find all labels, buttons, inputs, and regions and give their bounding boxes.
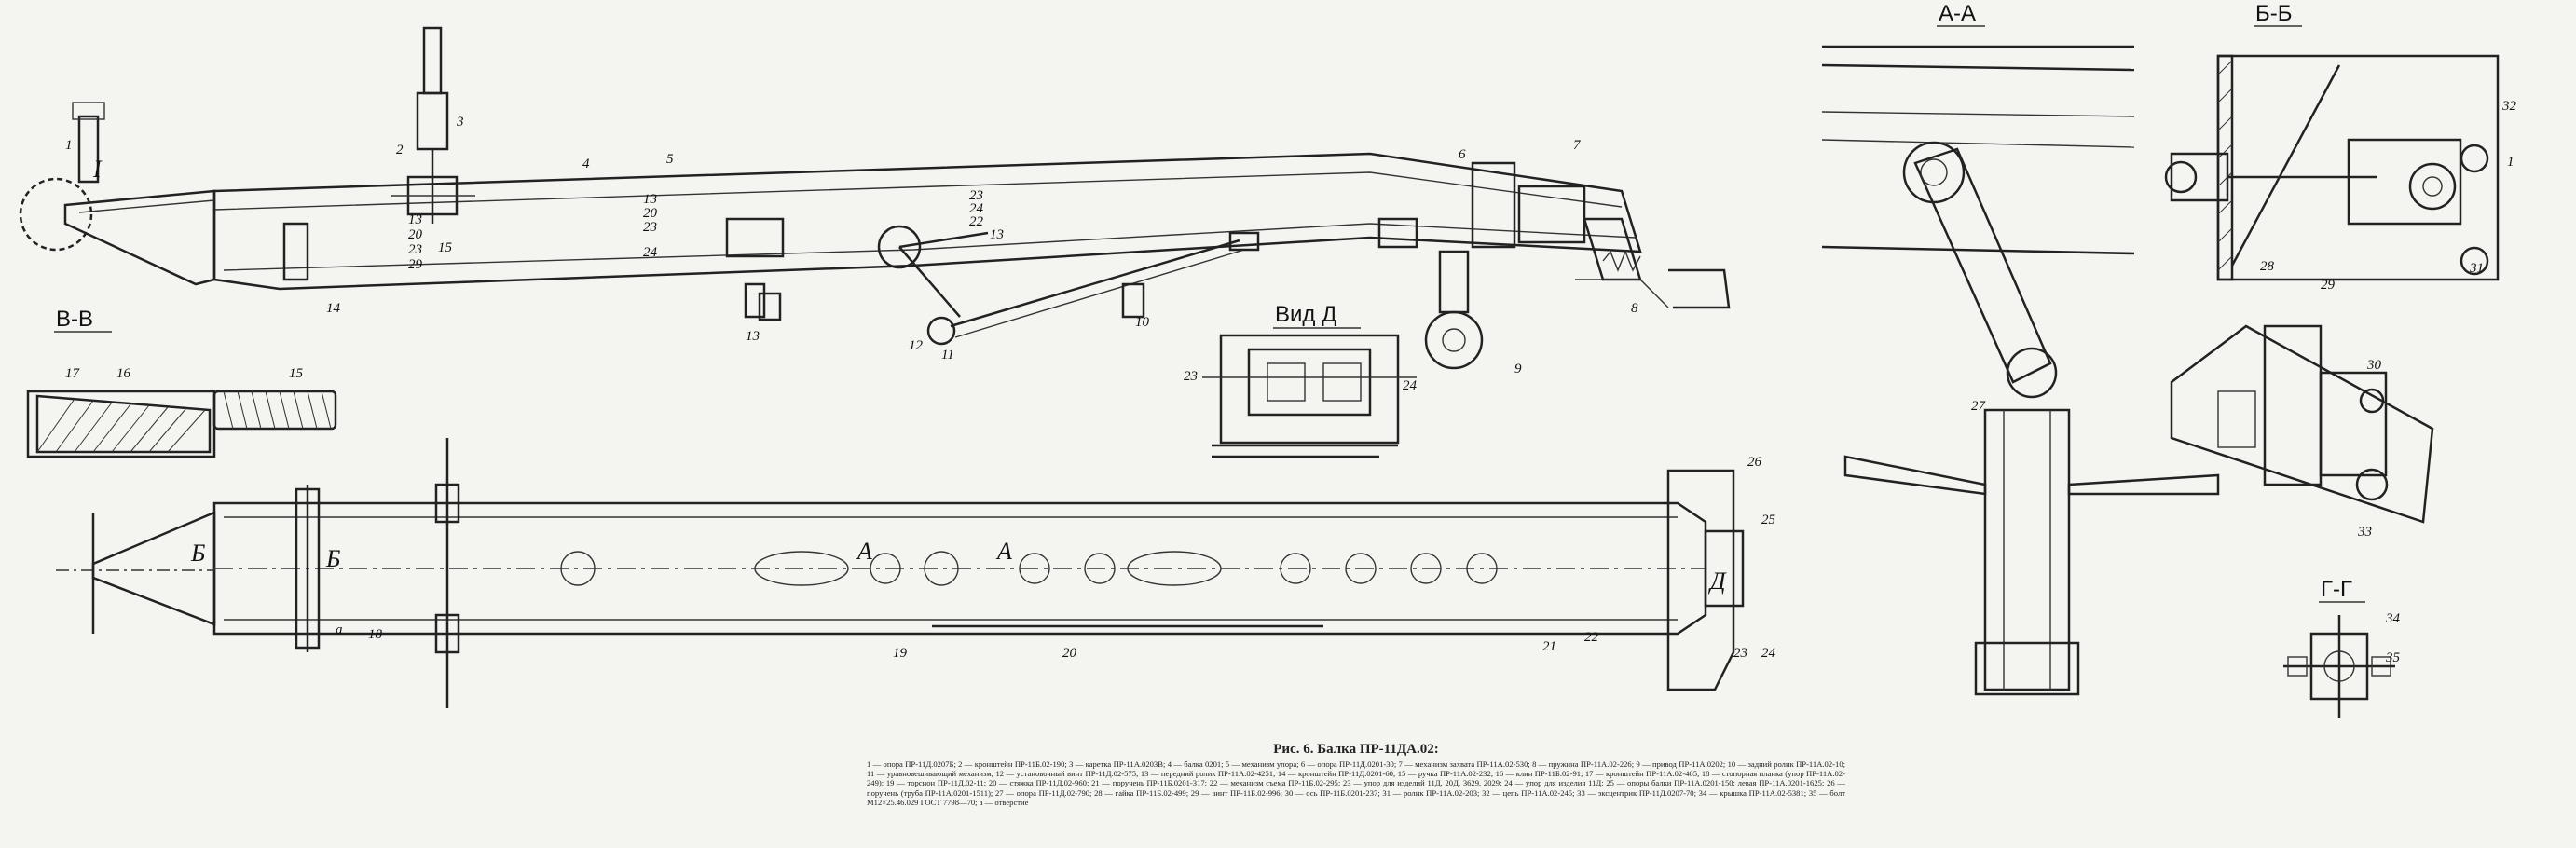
callout: 10 (1135, 315, 1150, 330)
plan-mark-b-left: Б (190, 540, 205, 567)
callout: 5 (666, 152, 674, 167)
callouts-view-d: 23 24 (1184, 369, 1418, 393)
hole-mark-a: а (336, 622, 343, 637)
callout: 27 (1971, 399, 1987, 414)
callout: 11 (941, 348, 954, 362)
callout: 6 (1459, 147, 1466, 162)
callout: 13 (408, 212, 422, 227)
callout: 29 (408, 257, 423, 272)
callout: 3 (456, 115, 464, 130)
callout: 7 (1573, 138, 1582, 153)
callout: 23 (1733, 646, 1747, 661)
callout: 24 (1403, 378, 1418, 393)
callout: 8 (1631, 301, 1638, 316)
plan-mark-a-right: А (995, 538, 1012, 565)
callouts-section-vv: 15 16 17 (65, 366, 304, 381)
plan-mark-b-right: Б (325, 545, 340, 572)
callouts-side-view: 1 2 3 4 5 6 7 8 9 10 11 12 13 14 15 13 2… (65, 115, 1638, 376)
section-aa-title: А-А (1939, 1, 1976, 26)
figure-title: Рис. 6. Балка ПР-11ДА.02: (1273, 742, 1439, 757)
callout: 31 (2469, 261, 2484, 276)
plan-view-beam (56, 438, 1745, 708)
view-d (1202, 334, 1417, 458)
figure-legend: 1 — опора ПР-11Д.0207Б; 2 — кронштейн ПР… (867, 759, 1845, 807)
callout: 20 (408, 227, 423, 242)
callout: 24 (969, 201, 984, 216)
callout: 34 (2385, 611, 2401, 626)
callout: 1 (65, 138, 73, 153)
node-i-label: I (92, 156, 103, 183)
callout: 17 (65, 366, 81, 381)
callout: 1 (2507, 155, 2514, 170)
callout: 22 (969, 214, 984, 229)
callout: 20 (643, 206, 658, 221)
callout: 29 (2321, 278, 2336, 293)
callout: 13 (990, 227, 1004, 242)
callout: 35 (2385, 650, 2401, 665)
callout: 15 (289, 366, 304, 381)
callout: 18 (368, 627, 383, 642)
detail-30-33 (2170, 324, 2434, 524)
callout: 12 (909, 338, 924, 353)
callout: 15 (438, 240, 453, 255)
callout: 24 (643, 245, 658, 260)
callout: 13 (643, 192, 657, 207)
callout: 19 (893, 646, 908, 661)
callout: 30 (2366, 358, 2382, 373)
callouts-sections-right: 27 28 29 31 32 1 30 33 34 35 (1971, 99, 2517, 665)
callout: 26 (1747, 455, 1762, 470)
callout: 14 (326, 301, 341, 316)
callout: 32 (2501, 99, 2517, 114)
section-aa (1821, 45, 2220, 696)
callouts-plan-view: 18 19 20 21 22 23 24 25 26 (368, 455, 1776, 661)
plan-mark-a-left: А (856, 538, 872, 565)
callout: 33 (2357, 525, 2372, 540)
plan-mark-d: Д (1707, 568, 1727, 595)
callout: 28 (2260, 259, 2275, 274)
section-vv-title: В-В (56, 307, 93, 332)
callout: 2 (396, 143, 404, 157)
callout: 23 (408, 242, 422, 257)
callout: 21 (1542, 639, 1556, 654)
callout: 25 (1761, 513, 1776, 527)
callout: 23 (643, 220, 657, 235)
section-bb-title: Б-Б (2255, 1, 2293, 26)
callout: 20 (1062, 646, 1077, 661)
callout: 23 (1184, 369, 1198, 384)
view-d-title: Вид Д (1275, 302, 1336, 327)
callout: 13 (746, 329, 760, 344)
section-bb (2164, 54, 2500, 281)
figure-caption: Рис. 6. Балка ПР-11ДА.02: 1 — опора ПР-1… (867, 742, 1845, 807)
callout: 23 (969, 188, 983, 203)
callout: 24 (1761, 646, 1776, 661)
side-view-beam (19, 26, 1731, 370)
callout: 9 (1514, 362, 1522, 376)
callout: 4 (582, 157, 590, 171)
section-gg (2283, 615, 2395, 718)
callout: 16 (116, 366, 131, 381)
section-gg-title: Г-Г (2321, 577, 2352, 602)
callout: 22 (1584, 630, 1599, 645)
section-vv (26, 390, 337, 458)
